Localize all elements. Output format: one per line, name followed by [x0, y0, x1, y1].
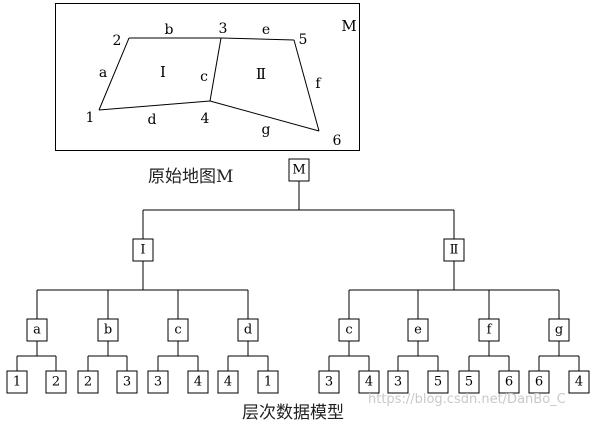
tree-edge-node-1-a-box: [26, 318, 48, 342]
tree-edge-node-2-c-box: [338, 318, 360, 342]
tree-vertex-node-2-g-6-label: 6: [535, 375, 543, 390]
map-edge-label-b: b: [165, 22, 174, 38]
map-vertex-label-6: 6: [333, 133, 342, 149]
tree-vertex-node-2-e-5-box: [427, 370, 449, 394]
tree-polygon-node-1-label: Ⅰ: [140, 243, 145, 258]
tree-vertex-node-1-b-2-box: [77, 370, 99, 394]
tree-edge-node-2-e-label: e: [414, 323, 422, 338]
tree-vertex-node-2-e-3-label: 3: [394, 375, 402, 390]
tree-vertex-node-1-d-1-label: 1: [264, 375, 272, 390]
tree-vertex-node-1-a-1-box: [6, 370, 28, 394]
tree-edge-node-1-a-label: a: [33, 323, 41, 338]
tree-edge-node-2-g-label: g: [555, 323, 563, 338]
tree-edge-node-2-c-label: c: [345, 323, 352, 338]
model-caption: 层次数据模型: [242, 403, 344, 423]
map-edge-label-f: f: [315, 76, 322, 92]
map-vertex-label-4: 4: [201, 111, 210, 127]
tree-root-node-box: [288, 158, 310, 182]
tree-vertex-node-2-c-3-label: 3: [325, 375, 333, 390]
map-frame: [55, 3, 360, 151]
map-edge-label-g: g: [262, 122, 271, 138]
tree-edge-node-1-d-box: [237, 318, 259, 342]
tree-edge-node-1-d-label: d: [244, 323, 252, 338]
tree-vertex-node-2-f-6-box: [498, 370, 520, 394]
map-edge-label-e: e: [262, 22, 270, 38]
tree-edge-node-1-c-label: c: [174, 323, 181, 338]
map-edge-label-c: c: [200, 69, 208, 85]
tree-edge-node-2-e-box: [407, 318, 429, 342]
tree-edge-node-1-b-box: [97, 318, 119, 342]
tree-vertex-node-1-a-2-box: [45, 370, 67, 394]
tree-vertex-node-1-c-4-box: [187, 370, 209, 394]
map-edge-e: [220, 37, 295, 41]
map-edge-label-d: d: [148, 112, 157, 128]
tree-vertex-node-2-f-6-label: 6: [505, 375, 513, 390]
tree-vertex-node-1-c-4-label: 4: [194, 375, 202, 390]
tree-vertex-node-1-c-3-label: 3: [154, 375, 162, 390]
tree-polygon-node-2-label: Ⅱ: [450, 243, 459, 258]
tree-polygon-node-1-box: [132, 238, 154, 262]
tree-vertex-node-1-d-4-box: [217, 370, 239, 394]
tree-vertex-node-2-c-4-box: [358, 370, 380, 394]
tree-edge-node-2-g-box: [548, 318, 570, 342]
tree-edge-node-1-c-box: [167, 318, 189, 342]
map-edge-label-a: a: [99, 65, 107, 81]
map-edge-d: [98, 100, 211, 111]
tree-vertex-node-2-g-4-box: [568, 370, 590, 394]
tree-vertex-node-1-b-2-label: 2: [84, 375, 92, 390]
tree-polygon-node-2-box: [443, 238, 465, 262]
map-polygon-label-2: Ⅱ: [256, 65, 266, 83]
tree-vertex-node-2-g-4-label: 4: [575, 375, 583, 390]
tree-vertex-node-2-f-5-box: [458, 370, 480, 394]
map-edge-c: [209, 37, 222, 102]
tree-vertex-node-1-c-3-box: [147, 370, 169, 394]
map-vertex-label-1: 1: [86, 110, 95, 126]
watermark: https://blog.csdn.net/DanBo_C: [368, 392, 566, 407]
tree-vertex-node-2-c-4-label: 4: [365, 375, 373, 390]
tree-vertex-node-1-b-3-box: [116, 370, 138, 394]
tree-vertex-node-1-b-3-label: 3: [123, 375, 131, 390]
map-vertex-label-5: 5: [299, 32, 308, 48]
tree-edge-node-2-f-box: [478, 318, 500, 342]
tree-root-node-label: M: [292, 163, 305, 178]
map-edge-f: [293, 39, 320, 132]
map-caption: 原始地图M: [148, 167, 234, 187]
tree-vertex-node-1-a-1-label: 1: [13, 375, 21, 390]
tree-vertex-node-2-e-3-box: [387, 370, 409, 394]
tree-vertex-node-2-f-5-label: 5: [465, 375, 473, 390]
map-polygon-label-1: Ⅰ: [160, 63, 166, 81]
map-edge-a: [98, 37, 130, 111]
tree-vertex-node-1-d-1-box: [257, 370, 279, 394]
map-edge-g: [209, 100, 320, 132]
map-vertex-label-3: 3: [219, 21, 228, 37]
tree-edge-node-2-f-label: f: [487, 323, 493, 338]
tree-vertex-node-2-c-3-box: [318, 370, 340, 394]
tree-vertex-node-2-e-5-label: 5: [434, 375, 442, 390]
tree-vertex-node-1-a-2-label: 2: [52, 375, 60, 390]
tree-edge-node-1-b-label: b: [104, 323, 112, 338]
map-vertex-label-2: 2: [113, 33, 122, 49]
tree-vertex-node-2-g-6-box: [528, 370, 550, 394]
map-name-label: M: [341, 17, 356, 35]
tree-vertex-node-1-d-4-label: 4: [224, 375, 232, 390]
